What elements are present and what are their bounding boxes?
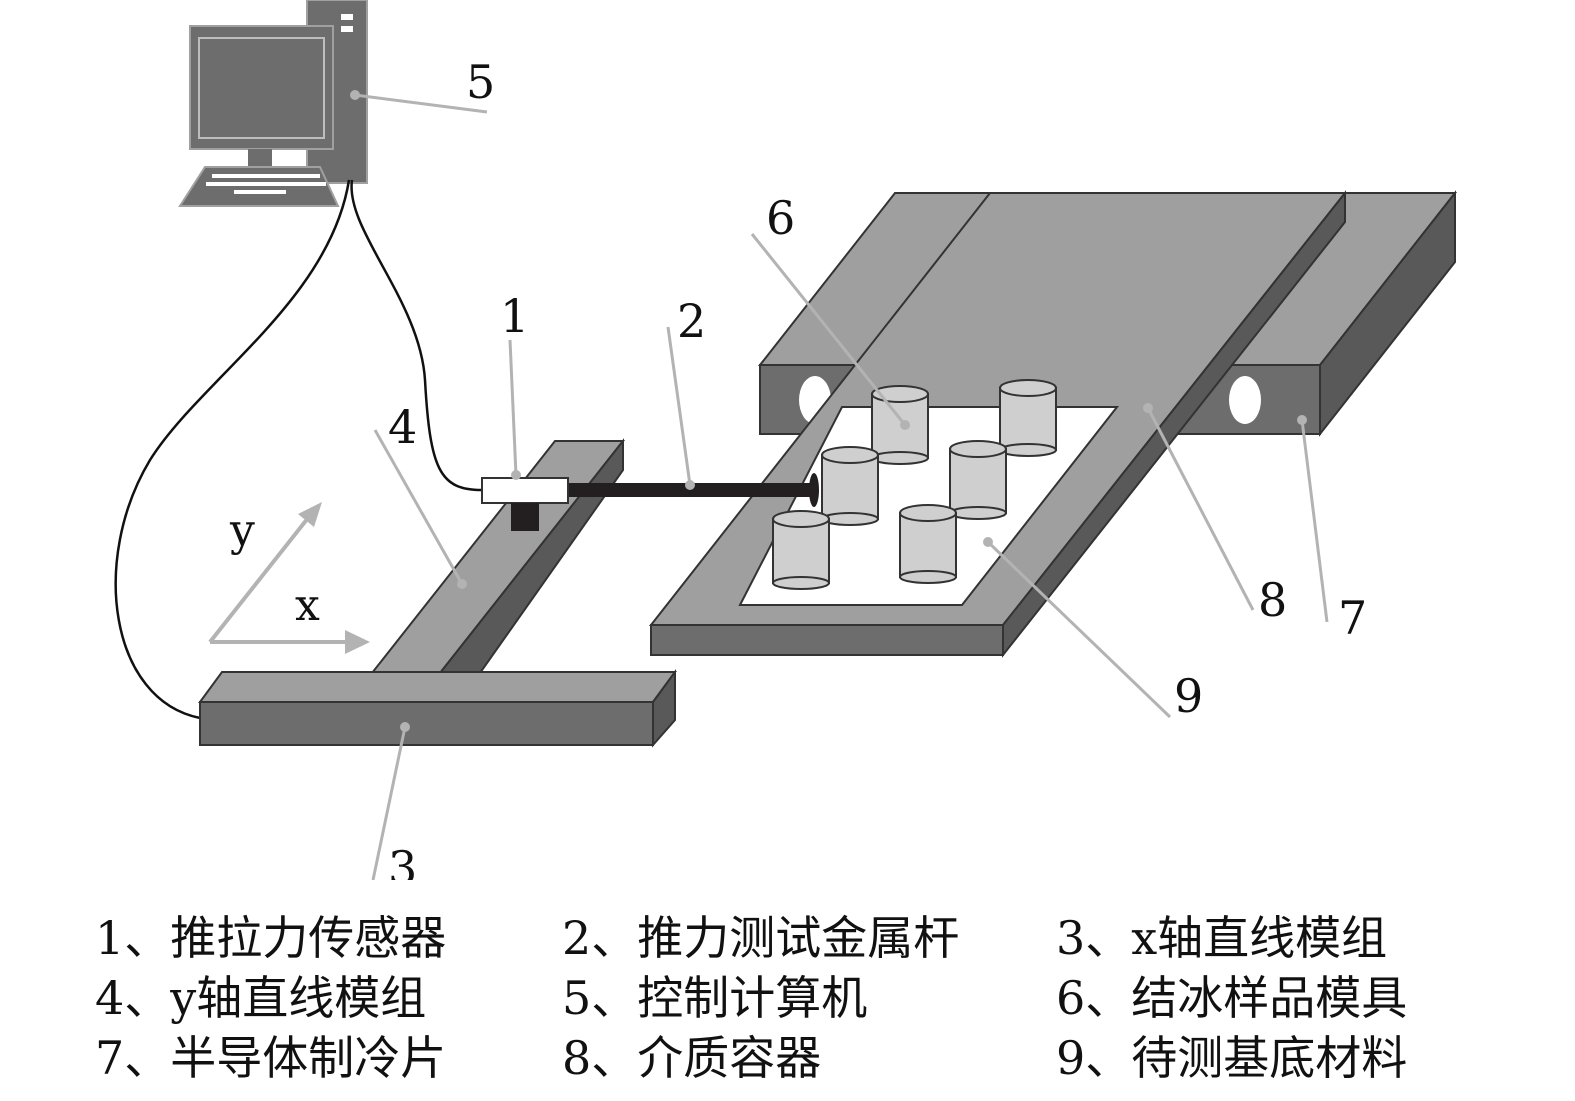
legend-item-7: 7、半导体制冷片 [95,1031,447,1085]
legend-item-1: 1、推拉力传感器 [95,911,447,965]
sensor-cable [350,179,483,492]
callout-6: 6 [766,191,795,245]
legend-item-9: 9、待测基底材料 [1055,1031,1408,1085]
y-axis-module [369,438,626,674]
legend-row: 4、y轴直线模组 5、控制计算机 6、结冰样品模具 [95,965,1515,1025]
callout-8: 8 [1258,573,1287,627]
legend-item-5: 5、控制计算机 [562,971,868,1025]
leader-lines [350,90,1329,880]
legend-item-4: 4、y轴直线模组 [95,971,427,1025]
callout-9: 9 [1174,669,1203,723]
callout-7: 7 [1338,591,1367,645]
callout-5: 5 [466,55,495,109]
mold-cylinder [949,440,1007,520]
x-axis-label: x [295,580,320,631]
x-module-cable [114,179,351,720]
legend-item-2: 2、推力测试金属杆 [562,911,960,965]
control-computer [178,0,368,207]
y-axis-label: y [229,505,255,556]
legend-row: 7、半导体制冷片 8、介质容器 9、待测基底材料 [95,1025,1515,1085]
cooling-hole [1229,376,1261,424]
keyboard-keys [206,174,326,194]
legend: 1、推拉力传感器 2、推力测试金属杆 3、x轴直线模组 4、y轴直线模组 5、控… [95,905,1515,1085]
push-rod [568,483,813,497]
mold-cylinder [871,385,929,465]
apparatus-diagram: y x 5 6 1 2 4 8 7 9 3 [114,0,1458,880]
legend-item-8: 8、介质容器 [562,1031,822,1085]
sensor-mount [511,503,539,531]
mold-cylinder [999,379,1057,457]
axis-arrows [208,502,370,654]
mold-cylinder [772,510,830,590]
mold-cylinder [821,446,879,526]
legend-item-6: 6、结冰样品模具 [1055,971,1408,1025]
keyboard [178,166,340,207]
callout-2: 2 [677,294,706,348]
callout-4: 4 [388,400,417,454]
tower-slot [341,14,353,20]
force-sensor [481,477,569,504]
legend-row: 1、推拉力传感器 2、推力测试金属杆 3、x轴直线模组 [95,905,1515,965]
callout-1: 1 [500,289,529,343]
callout-3: 3 [388,841,417,880]
monitor-stand [248,149,272,167]
tower-slot [341,26,353,32]
rod-tip [809,473,819,507]
ice-sample-molds [772,379,1057,590]
x-axis-module [198,668,677,748]
monitor-screen [198,37,325,139]
legend-item-3: 3、x轴直线模组 [1055,911,1388,965]
mold-cylinder [899,504,957,584]
